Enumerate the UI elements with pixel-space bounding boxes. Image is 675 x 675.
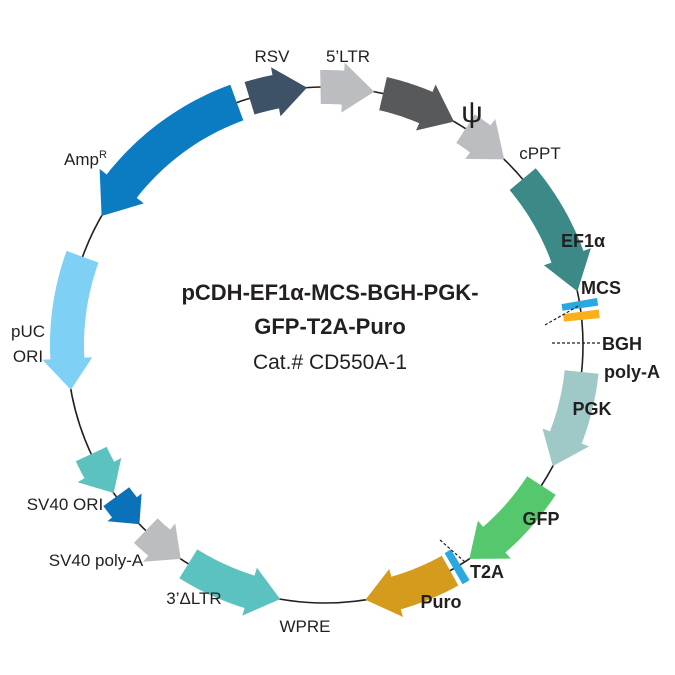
feature-arrow-rsv — [244, 67, 307, 117]
feature-arrows — [42, 62, 600, 617]
feature-arrow-ef1a — [509, 168, 591, 292]
feature-bar-bgh-polya — [563, 309, 600, 322]
feature-arrow-puc-ori — [42, 250, 99, 390]
mcs-leader-line — [544, 304, 581, 326]
label-sv40-ori: SV40 ORI — [27, 495, 104, 514]
label-gfp: GFP — [522, 509, 559, 529]
feature-arrow-pgk — [542, 370, 599, 467]
feature-bar-t2a — [444, 549, 470, 585]
label-amp-main: Amp — [64, 150, 99, 169]
label-wpre: WPRE — [280, 617, 331, 636]
feature-arrow-puro — [365, 555, 459, 617]
label-sv40-polya: SV40 poly-A — [49, 551, 144, 570]
feature-arrow-5ltr — [320, 62, 375, 113]
feature-arrow-cppt — [456, 114, 505, 160]
label-polya: poly-A — [604, 362, 660, 382]
label-puro: Puro — [420, 592, 461, 612]
label-mcs: MCS — [581, 278, 621, 298]
catalog-number: Cat.# CD550A-1 — [253, 351, 407, 374]
feature-arrow-sv40-polya — [103, 487, 142, 525]
label-cppt: cPPT — [519, 144, 561, 163]
label-amp-superscript: R — [99, 149, 107, 161]
label-ef1a: EF1α — [561, 231, 605, 251]
label-bgh: BGH — [602, 334, 642, 354]
t2a-leader-line — [439, 539, 466, 563]
label-ampr: AmpR — [64, 149, 107, 169]
feature-arrow-gfp — [469, 476, 556, 559]
feature-arrow-3ltr — [134, 518, 181, 562]
feature-arrow-wpre — [179, 549, 281, 616]
feature-arrow-psi — [379, 77, 454, 131]
label-pgk: PGK — [572, 399, 611, 419]
label-t2a: T2A — [470, 562, 504, 582]
feature-bar-mcs — [561, 298, 599, 311]
feature-arrow-sv40-ori — [75, 446, 122, 493]
label-psi: ψ — [461, 96, 482, 129]
plasmid-title-line2: GFP-T2A-Puro — [254, 314, 406, 339]
label-puc: pUC — [11, 322, 45, 341]
feature-arrow-ampr — [99, 84, 244, 216]
label-rsv: RSV — [255, 47, 291, 66]
plasmid-title-line1: pCDH-EF1α-MCS-BGH-PGK- — [181, 280, 478, 305]
label-ori: ORI — [13, 347, 43, 366]
label-3ltr: 3’ΔLTR — [166, 589, 221, 608]
label-5ltr: 5’LTR — [326, 47, 370, 66]
